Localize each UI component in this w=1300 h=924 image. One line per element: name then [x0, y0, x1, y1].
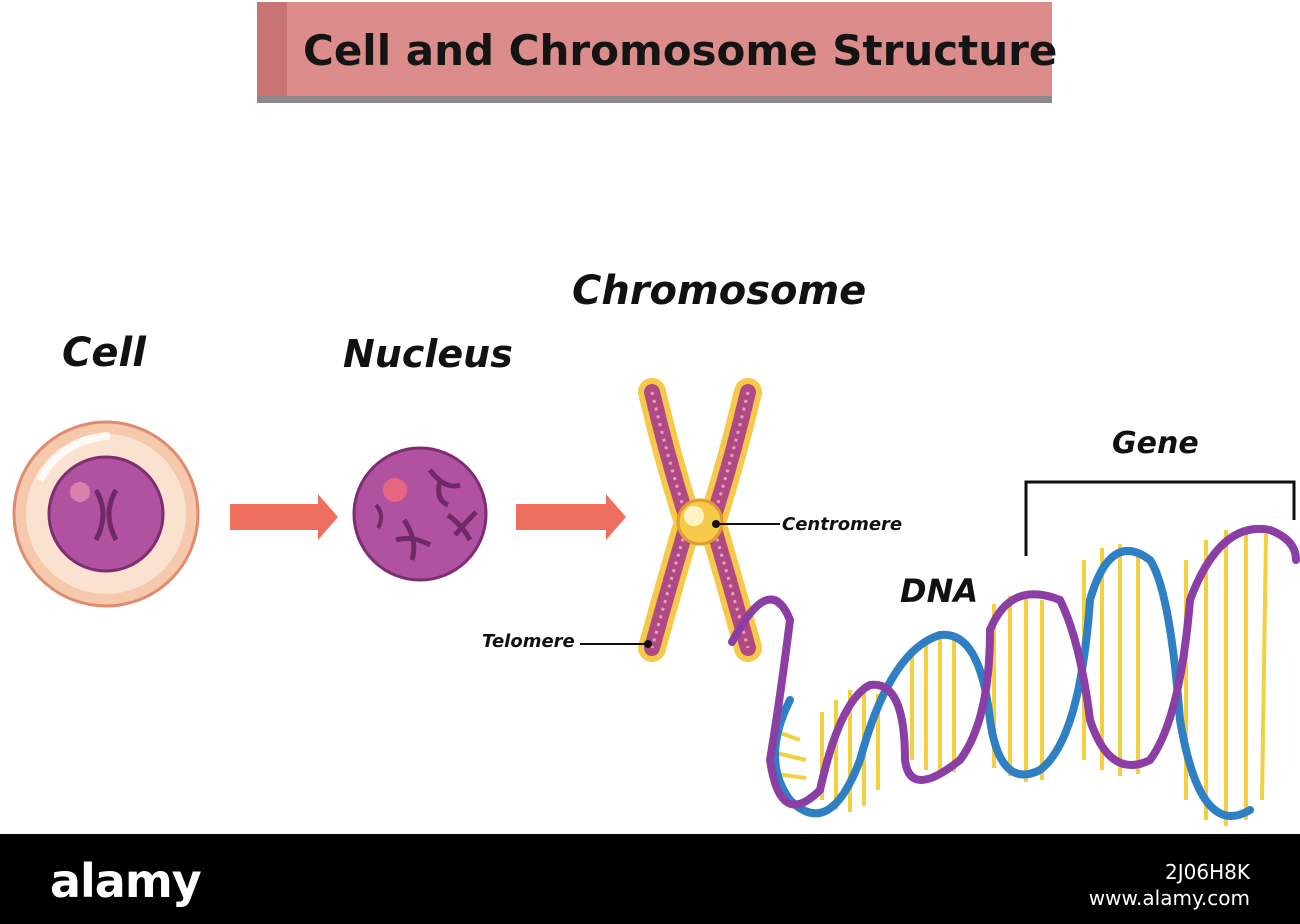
title-banner: Cell and Chromosome Structure — [257, 2, 1057, 103]
title-banner-tab — [257, 2, 287, 96]
gene-bracket — [1024, 480, 1296, 556]
footer-url: www.alamy.com — [1088, 886, 1250, 910]
watermark-footer: alamy 2J06H8K www.alamy.com — [0, 834, 1300, 924]
label-centromere: Centromere — [782, 514, 903, 535]
label-cell: Cell — [62, 330, 146, 376]
cell-chromosome-diagram — [12, 378, 1300, 826]
arrow-cell-to-nucleus — [230, 494, 338, 540]
label-nucleus: Nucleus — [343, 332, 513, 376]
label-chromosome: Chromosome — [572, 268, 867, 314]
footer-logo: alamy — [50, 854, 202, 908]
label-gene: Gene — [1112, 426, 1199, 461]
footer-image-id: 2J06H8K — [1165, 860, 1250, 884]
cell-illustration — [12, 420, 200, 608]
label-dna: DNA — [900, 572, 979, 610]
chromosome-illustration — [580, 378, 780, 662]
nucleus-illustration — [352, 446, 488, 582]
arrow-nucleus-to-chromosome — [516, 494, 626, 540]
page-title: Cell and Chromosome Structure — [303, 26, 1058, 75]
dna-helix — [728, 524, 1300, 826]
label-telomere: Telomere — [482, 631, 575, 652]
